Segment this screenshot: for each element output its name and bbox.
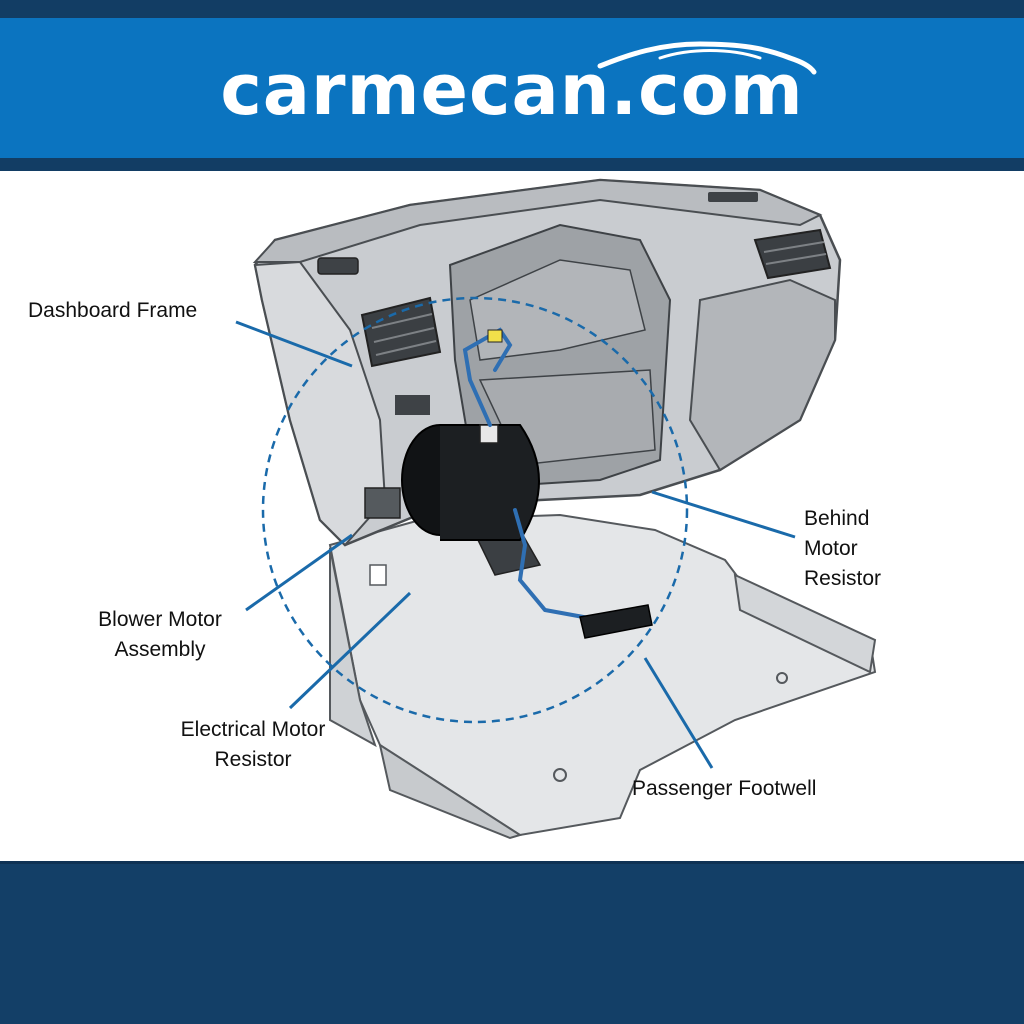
label-dashboard-frame: Dashboard Frame xyxy=(28,299,198,322)
right-sill xyxy=(733,573,877,674)
defrost-vent xyxy=(708,192,758,202)
leader-dashboard-frame xyxy=(235,320,353,368)
footer-divider xyxy=(0,861,1024,864)
car-silhouette-icon xyxy=(597,41,817,75)
header-stripe xyxy=(0,158,1024,171)
right-air-vent xyxy=(753,228,832,280)
site-logo[interactable]: carmecan.com xyxy=(220,49,804,131)
label-blower-motor-assembly: Blower Motor Assembly xyxy=(98,608,222,661)
leader-behind-motor-resistor xyxy=(651,490,796,539)
motor-resistor-module xyxy=(579,604,653,639)
leader-passenger-footwell xyxy=(643,657,714,769)
wiring-harness xyxy=(462,327,602,622)
label-passenger-footwell: Passenger Footwell xyxy=(632,777,817,800)
top-stripe xyxy=(0,0,1024,18)
leader-blower-motor xyxy=(245,533,353,612)
dashboard-top xyxy=(252,178,823,263)
header-banner xyxy=(0,18,1024,158)
leader-electrical-resistor xyxy=(288,591,412,710)
left-air-vent xyxy=(360,296,442,368)
right-end-panel xyxy=(688,278,836,472)
left-top-vent xyxy=(317,257,359,275)
highlight-circle xyxy=(261,296,689,724)
left-end-panel xyxy=(253,260,387,547)
label-electrical-motor-resistor: Electrical Motor Resistor xyxy=(180,718,326,771)
footer-banner xyxy=(0,861,1024,1024)
label-behind-motor-resistor: Behind Motor Resistor xyxy=(804,507,882,590)
